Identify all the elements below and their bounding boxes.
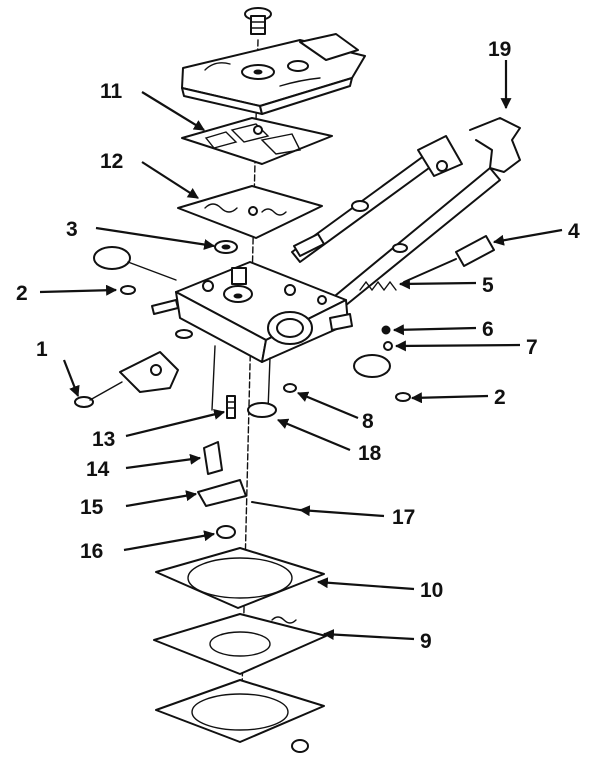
- carburetor-body: [151, 261, 353, 363]
- arrow-11: [141, 91, 205, 131]
- arrow-5: [398, 278, 477, 290]
- detent-ball: [381, 325, 391, 335]
- arrow-15: [125, 490, 198, 508]
- choke-plate-right: [353, 354, 391, 378]
- pump-gasket: [181, 117, 333, 165]
- callout-5: 5: [482, 274, 494, 297]
- callout-17: 17: [392, 506, 415, 529]
- detent-spring: [383, 341, 393, 351]
- arrow-1: [62, 359, 80, 398]
- callout-12: 12: [100, 150, 123, 173]
- metering-cover: [155, 679, 325, 753]
- callout-10: 10: [420, 579, 443, 602]
- arrow-4: [492, 228, 563, 246]
- arrow-10: [316, 577, 415, 591]
- arrow-13: [125, 409, 226, 438]
- lever-pin: [251, 501, 301, 511]
- callout-13: 13: [92, 428, 115, 451]
- arrow-9: [322, 629, 415, 641]
- arrow-14: [125, 453, 202, 470]
- arrow-3: [95, 226, 216, 250]
- metering-gasket: [155, 547, 325, 609]
- callout-16: 16: [80, 540, 103, 563]
- arrow-16: [123, 530, 216, 552]
- callout-8: 8: [362, 410, 374, 433]
- lever-screw: [216, 525, 236, 539]
- throttle-shaft: [291, 135, 463, 263]
- welch-plug: [247, 402, 277, 418]
- callout-19: 19: [488, 38, 511, 61]
- callout-4: 4: [568, 220, 580, 243]
- callout-15: 15: [80, 496, 104, 519]
- arrow-7: [394, 340, 521, 352]
- callout-6: 6: [482, 318, 494, 341]
- callout-3: 3: [66, 218, 78, 241]
- choke-shaft: [329, 117, 521, 311]
- body-screw: [283, 383, 297, 393]
- arrow-8: [296, 391, 359, 420]
- metering-lever: [197, 479, 247, 507]
- arrow-12: [141, 161, 199, 199]
- arrow-2a: [39, 284, 118, 296]
- metering-diaphragm: [153, 613, 327, 675]
- arrow-6: [392, 324, 477, 336]
- callout-11: 11: [100, 80, 123, 103]
- callout-7: 7: [526, 336, 538, 359]
- callout-9: 9: [420, 630, 432, 653]
- callout-2b: 2: [494, 386, 506, 409]
- metering-spring: [203, 441, 223, 475]
- throttle-lever: [74, 329, 193, 408]
- callout-1: 1: [36, 338, 48, 361]
- callout-14: 14: [86, 458, 110, 481]
- top-screw: [244, 7, 272, 35]
- arrow-2b: [410, 392, 489, 404]
- callout-2a: 2: [16, 282, 28, 305]
- pump-cover: [181, 33, 366, 115]
- throttle-plate-left: [93, 246, 131, 270]
- arrow-17: [298, 505, 385, 518]
- pin-left: [211, 345, 216, 411]
- plate-screw-right: [395, 392, 411, 402]
- plate-screw-left: [120, 285, 136, 295]
- arrow-18: [276, 418, 351, 452]
- adjusting-needle: [403, 235, 495, 283]
- adjust-spring: [359, 280, 397, 292]
- inlet-needle: [226, 395, 236, 419]
- pin-right: [267, 357, 271, 411]
- pump-diaphragm: [177, 185, 323, 239]
- callout-18: 18: [358, 442, 382, 465]
